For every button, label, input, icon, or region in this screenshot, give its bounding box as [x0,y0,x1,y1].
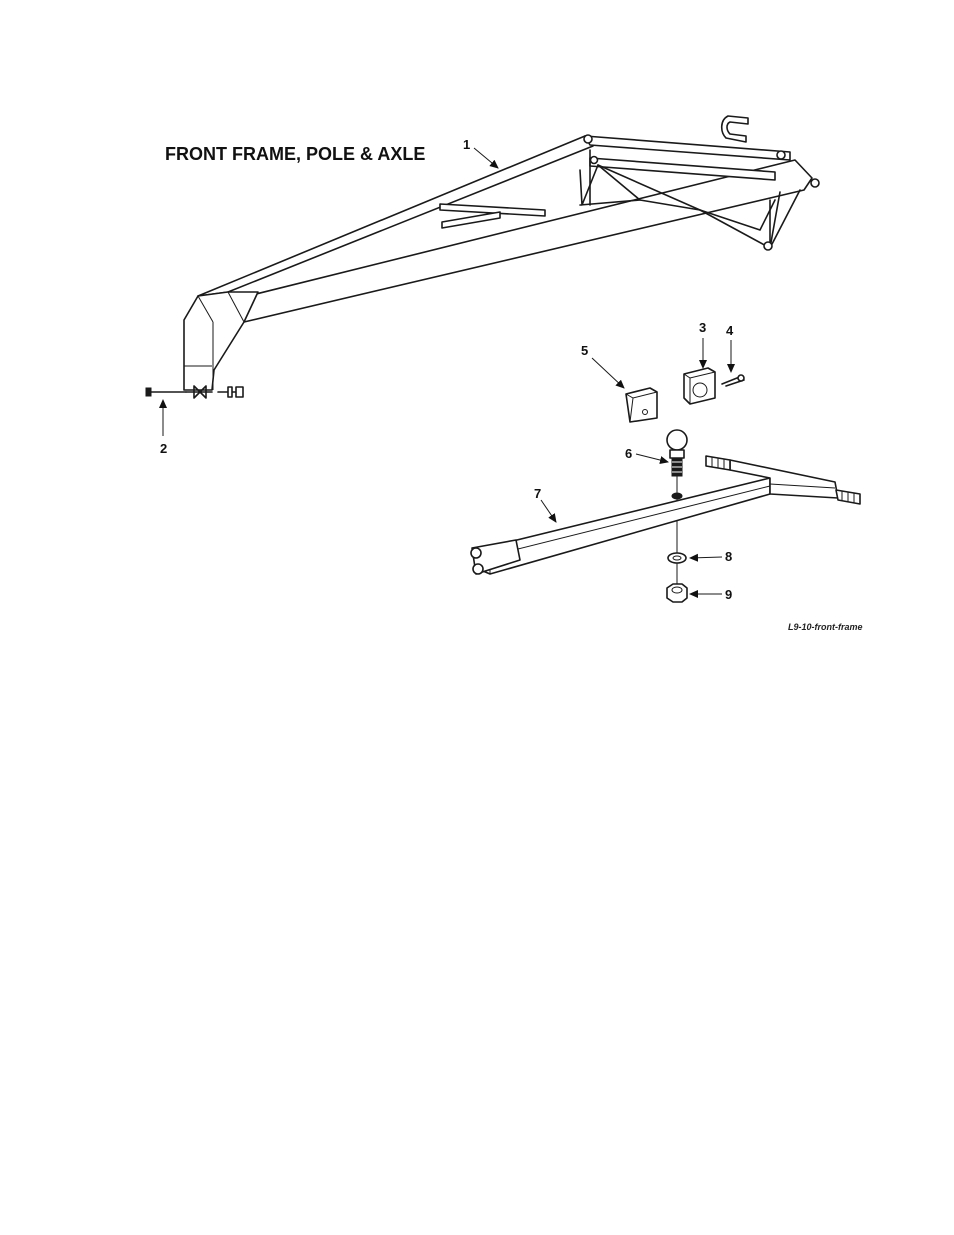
callout-6: 6 [625,446,632,461]
frame-inner-rail [590,158,775,180]
callout-5: 5 [581,343,588,358]
washer-part-8 [668,553,686,563]
callout-3: 3 [699,320,706,335]
frame-lug-top-right [777,151,785,159]
frame-lug-bottom [764,242,772,250]
frame-lug-front [584,135,592,143]
front-frame [184,135,819,390]
frame-gooseneck [184,292,258,390]
hitch-bolt-assembly [146,386,243,398]
callout-2: 2 [160,441,167,456]
callout-4: 4 [726,323,733,338]
frame-lug-right [811,179,819,187]
callout-7: 7 [534,486,541,501]
frame-lug-inner [591,157,598,164]
frame-top-crossbar [585,136,790,160]
pole-part-7 [471,456,860,574]
frame-cross-member-2 [442,212,500,228]
bracket-part-3 [684,368,715,404]
figure-reference: L9-10-front-frame [788,622,863,632]
pin-part-4 [722,375,744,386]
callout-8: 8 [725,549,732,564]
block-part-5 [626,388,657,422]
diagram-title: FRONT FRAME, POLE & AXLE [165,144,425,165]
callout-1: 1 [463,137,470,152]
c-clip [722,116,748,142]
callout-9: 9 [725,587,732,602]
